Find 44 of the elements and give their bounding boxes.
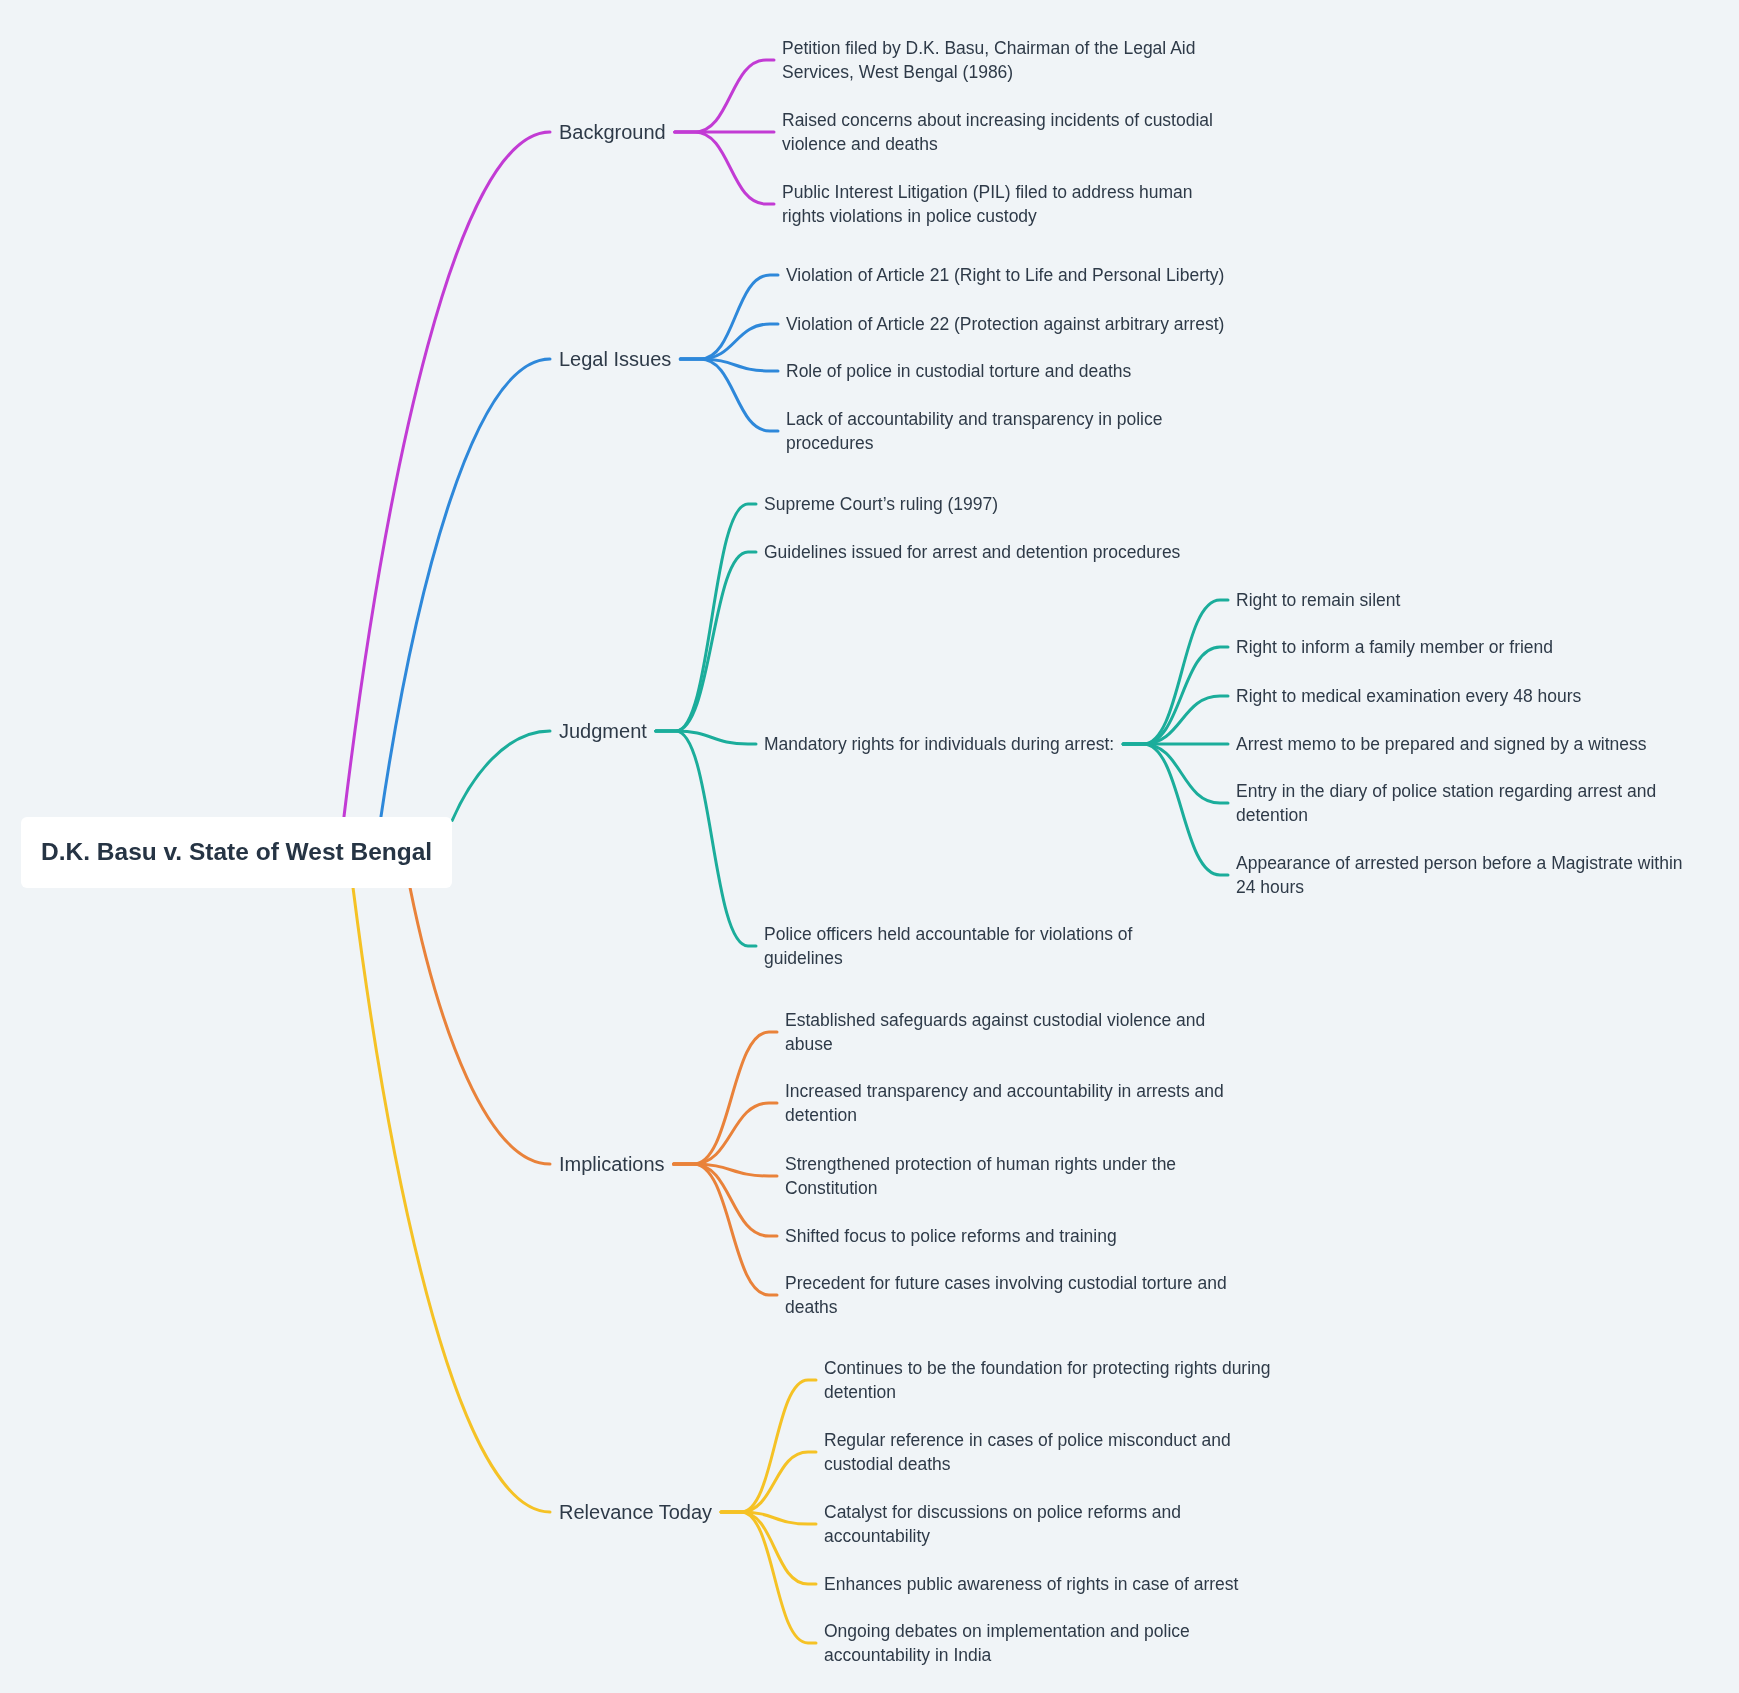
- subtopic-label: Violation of Article 22 (Protection against arbitrary arrest): [778, 312, 1234, 336]
- subtopic-label: Established safeguards against custodial violence and abuse: [777, 1008, 1246, 1056]
- connector-line: [673, 130, 776, 206]
- branch-topic-label: Judgment: [550, 718, 656, 744]
- connector-line: [450, 729, 552, 822]
- branch-topic-label: Relevance Today: [550, 1499, 722, 1525]
- subtopic-label: Right to remain silent: [1228, 588, 1410, 612]
- subtopic-label: Role of police in custodial torture and deaths: [778, 359, 1141, 383]
- subtopic-label: Right to medical examination every 48 hours: [1228, 684, 1591, 708]
- subtopic-label: Guidelines issued for arrest and detention procedures: [756, 540, 1190, 564]
- connector-line: [1121, 742, 1230, 877]
- branch-topic-label: Background: [550, 119, 675, 145]
- subtopic-label: Continues to be the foundation for protecting rights during detention: [816, 1356, 1285, 1404]
- connector-line: [351, 886, 552, 1514]
- connector-line: [408, 886, 552, 1166]
- subtopic-label: Right to inform a family member or friend: [1228, 635, 1563, 659]
- subtopic-label: Public Interest Litigation (PIL) filed to address human rights violations in police custody: [774, 180, 1243, 228]
- branch-topic-label: Legal Issues: [550, 346, 681, 372]
- connector-line: [672, 1162, 779, 1297]
- subtopic-label: Catalyst for discussions on police reforms and accountability: [816, 1500, 1285, 1548]
- connector-line: [678, 357, 780, 433]
- central-topic-box: D.K. Basu v. State of West Bengal: [21, 816, 453, 888]
- subtopic-label: Petition filed by D.K. Basu, Chairman of the Legal Aid Services, West Bengal (1986): [774, 36, 1243, 84]
- branch-topic-label: Implications: [550, 1151, 674, 1177]
- subtopic-label: Precedent for future cases involving custodial torture and deaths: [777, 1271, 1246, 1319]
- subtopic-label: Violation of Article 21 (Right to Life and Personal Liberty): [778, 263, 1234, 287]
- connector-line: [654, 729, 758, 948]
- subtopic-label: Ongoing debates on implementation and police accountability in India: [816, 1619, 1285, 1667]
- connector-line: [719, 1510, 818, 1645]
- subtopic-label: Appearance of arrested person before a Magistrate within 24 hours: [1228, 851, 1697, 899]
- subtopic-label: Entry in the diary of police station regarding arrest and detention: [1228, 779, 1697, 827]
- connector-line: [379, 357, 552, 818]
- subtopic-label: Police officers held accountable for violations of guidelines: [756, 922, 1225, 970]
- subtopic-label: Arrest memo to be prepared and signed by a witness: [1228, 732, 1656, 756]
- subtopic-label: Raised concerns about increasing incidents of custodial violence and deaths: [774, 108, 1243, 156]
- subtopic-label: Supreme Court’s ruling (1997): [756, 492, 1008, 516]
- subtopic-label: Enhances public awareness of rights in case of arrest: [816, 1572, 1248, 1596]
- subtopic-label: Regular reference in cases of police misconduct and custodial deaths: [816, 1428, 1285, 1476]
- subtopic-label: Lack of accountability and transparency in police procedures: [778, 407, 1247, 455]
- subtopic-label: Strengthened protection of human rights under the Constitution: [777, 1152, 1246, 1200]
- subtopic-label: Shifted focus to police reforms and training: [777, 1224, 1126, 1248]
- subtopic-label: Mandatory rights for individuals during arrest:: [756, 732, 1124, 756]
- subtopic-label: Increased transparency and accountability in arrests and detention: [777, 1079, 1246, 1127]
- connector-line: [342, 130, 552, 818]
